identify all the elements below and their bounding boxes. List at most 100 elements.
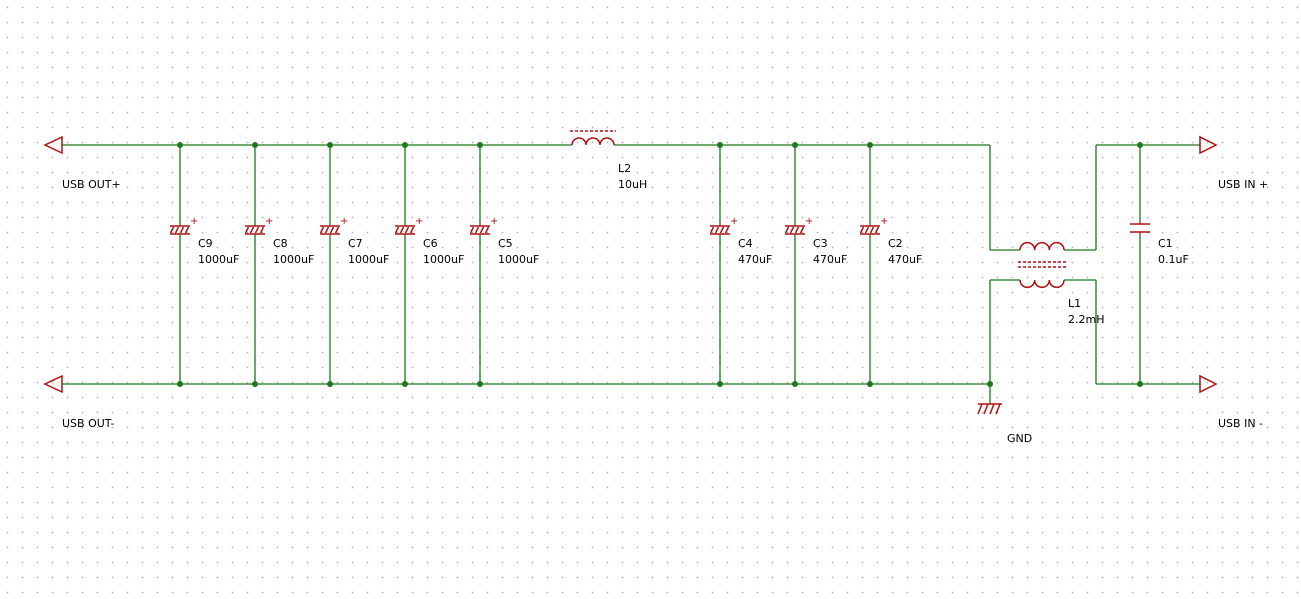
capacitor-c9-hatch — [179, 226, 185, 234]
junction-dot — [792, 381, 798, 387]
capacitor-c2-value: 470uF — [888, 253, 922, 266]
capacitor-c6-hatch — [399, 226, 405, 234]
capacitor-c4-hatch — [714, 226, 720, 234]
capacitor-c4-hatch — [719, 226, 725, 234]
labels: USB OUT+ USB OUT- USB IN + USB IN - GND … — [62, 162, 1268, 445]
junction-dot — [177, 381, 183, 387]
capacitor-c5-value: 1000uF — [498, 253, 539, 266]
capacitor-c3-hatch — [794, 226, 800, 234]
capacitor-c8[interactable]: + — [244, 216, 273, 235]
port-usb-out-plus-label: USB OUT+ — [62, 178, 121, 191]
capacitor-c6-polarity-mark: + — [415, 216, 423, 227]
inductor-l1-coil-top — [1019, 241, 1065, 251]
port-usb-out-plus-arrow[interactable] — [43, 135, 63, 155]
capacitor-c6-ref: C6 — [423, 237, 438, 250]
capacitor-c9-hatch — [174, 226, 180, 234]
capacitor-c4-hatch — [709, 226, 715, 234]
port-usb-out-minus-label: USB OUT- — [62, 417, 114, 430]
ground-hatch-2 — [983, 403, 989, 415]
junction-dot — [987, 381, 993, 387]
capacitor-c6-value: 1000uF — [423, 253, 464, 266]
capacitor-c7-hatch — [329, 226, 335, 234]
junctions — [177, 142, 1143, 387]
inductor-l1-value: 2.2mH — [1068, 313, 1104, 326]
capacitor-c9-polarity-mark: + — [190, 216, 198, 227]
inductor-l1[interactable] — [1018, 241, 1066, 289]
ground-hatch-4 — [995, 403, 1001, 415]
capacitor-c6-hatch — [394, 226, 400, 234]
capacitor-c5-hatch — [474, 226, 480, 234]
capacitor-c3-hatch — [784, 226, 790, 234]
capacitor-c7-ref: C7 — [348, 237, 363, 250]
capacitor-c3-ref: C3 — [813, 237, 828, 250]
capacitor-c6-hatch — [409, 226, 415, 234]
ground-symbol[interactable] — [977, 403, 1002, 415]
capacitor-c8-value: 1000uF — [273, 253, 314, 266]
junction-dot — [792, 142, 798, 148]
capacitor-c4-polarity-mark: + — [730, 216, 738, 227]
wires — [62, 144, 1200, 404]
junction-dot — [477, 142, 483, 148]
junction-dot — [177, 142, 183, 148]
capacitor-c9[interactable]: + — [169, 216, 198, 235]
port-usb-in-minus-label: USB IN - — [1218, 417, 1263, 430]
capacitor-c8-hatch — [254, 226, 260, 234]
ports — [43, 135, 1218, 394]
capacitor-c5-ref: C5 — [498, 237, 513, 250]
capacitor-c1-value: 0.1uF — [1158, 253, 1189, 266]
capacitor-c5-polarity-mark: + — [490, 216, 498, 227]
capacitor-c3-polarity-mark: + — [805, 216, 813, 227]
capacitor-c1[interactable] — [1130, 223, 1150, 233]
capacitor-c9-hatch — [184, 226, 190, 234]
capacitor-c2-ref: C2 — [888, 237, 903, 250]
capacitor-c5-hatch — [484, 226, 490, 234]
junction-dot — [1137, 142, 1143, 148]
capacitor-c3-hatch — [789, 226, 795, 234]
capacitor-c7-value: 1000uF — [348, 253, 389, 266]
junction-dot — [402, 381, 408, 387]
capacitor-c7-hatch — [324, 226, 330, 234]
capacitor-c2-hatch — [869, 226, 875, 234]
capacitor-c2-hatch — [874, 226, 880, 234]
capacitor-c9-value: 1000uF — [198, 253, 239, 266]
capacitor-c2-hatch — [864, 226, 870, 234]
junction-dot — [327, 142, 333, 148]
junction-dot — [402, 142, 408, 148]
junction-dot — [867, 381, 873, 387]
junction-dot — [717, 142, 723, 148]
capacitor-c8-ref: C8 — [273, 237, 288, 250]
capacitor-c6[interactable]: + — [394, 216, 423, 235]
capacitor-c3-value: 470uF — [813, 253, 847, 266]
ground-hatch-3 — [989, 403, 995, 415]
inductor-l2-ref: L2 — [618, 162, 631, 175]
capacitor-c4-value: 470uF — [738, 253, 772, 266]
capacitor-c1-ref: C1 — [1158, 237, 1173, 250]
port-usb-in-plus-arrow[interactable] — [1199, 135, 1218, 155]
inductor-l1-coil-bottom — [1019, 279, 1065, 289]
capacitor-c2[interactable]: + — [859, 216, 888, 235]
port-usb-out-minus-arrow[interactable] — [43, 374, 63, 394]
capacitors: + + + + + + + + — [169, 216, 1150, 235]
capacitor-c7-polarity-mark: + — [340, 216, 348, 227]
capacitor-c8-polarity-mark: + — [265, 216, 273, 227]
capacitor-c3[interactable]: + — [784, 216, 813, 235]
inductor-l2[interactable] — [570, 130, 616, 146]
capacitor-c9-ref: C9 — [198, 237, 213, 250]
capacitor-c7[interactable]: + — [319, 216, 348, 235]
junction-dot — [867, 142, 873, 148]
capacitor-c8-hatch — [249, 226, 255, 234]
capacitor-c5[interactable]: + — [469, 216, 498, 235]
capacitor-c5-hatch — [469, 226, 475, 234]
capacitor-c8-hatch — [244, 226, 250, 234]
junction-dot — [252, 381, 258, 387]
junction-dot — [252, 142, 258, 148]
capacitor-c4[interactable]: + — [709, 216, 738, 235]
capacitor-legs — [179, 145, 1141, 384]
capacitor-c8-hatch — [259, 226, 265, 234]
capacitor-c5-hatch — [479, 226, 485, 234]
port-usb-in-plus-label: USB IN + — [1218, 178, 1268, 191]
junction-dot — [327, 381, 333, 387]
capacitor-c7-hatch — [319, 226, 325, 234]
port-usb-in-minus-arrow[interactable] — [1199, 374, 1218, 394]
capacitor-c4-hatch — [724, 226, 730, 234]
